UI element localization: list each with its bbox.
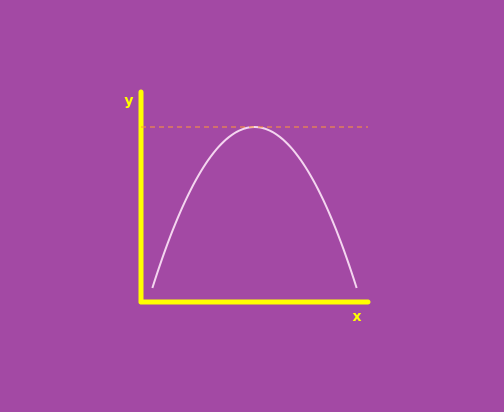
x-axis-label: x	[352, 309, 361, 325]
y-axis-label: y	[124, 93, 133, 109]
plot-area	[138, 89, 371, 305]
parabola-curve	[151, 125, 358, 289]
